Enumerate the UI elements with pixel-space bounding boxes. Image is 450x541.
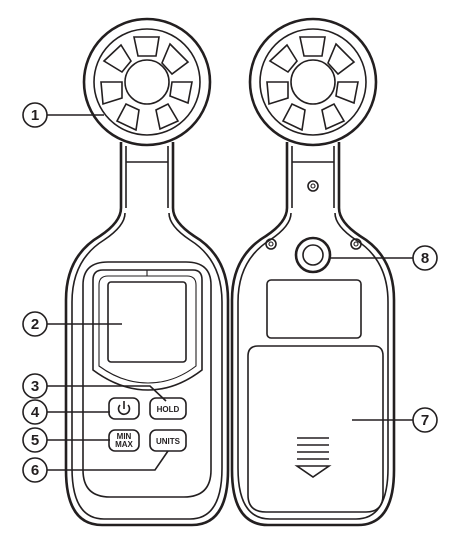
front-impeller-vanes — [100, 36, 193, 132]
callout-6: 6 — [22, 450, 169, 483]
min-label: MIN — [117, 432, 132, 441]
callout-8: 8 — [330, 245, 438, 271]
units-button-label: UNITS — [156, 437, 181, 446]
callout-2-label: 2 — [31, 316, 39, 333]
hold-button[interactable]: HOLD — [149, 397, 187, 420]
min-max-button[interactable]: MIN MAX — [108, 429, 140, 452]
callout-1-label: 1 — [31, 107, 39, 124]
max-label: MAX — [115, 440, 133, 449]
front-impeller — [82, 17, 212, 147]
back-neck — [285, 142, 341, 208]
back-device — [230, 17, 396, 527]
back-screw-right — [350, 238, 362, 250]
display-bezel — [92, 269, 203, 391]
lcd-screen — [107, 281, 187, 363]
callout-1: 1 — [22, 102, 104, 128]
back-impeller — [248, 17, 378, 147]
front-body-inner — [71, 212, 223, 520]
power-icon — [117, 401, 131, 416]
callout-8-label: 8 — [421, 250, 429, 267]
battery-cover — [247, 345, 384, 513]
battery-cover-latch — [294, 437, 332, 478]
callout-3: 3 — [22, 373, 167, 402]
back-body-inner — [237, 212, 389, 520]
front-neck — [119, 142, 175, 208]
callout-4: 4 — [22, 399, 110, 425]
front-device: HOLD MIN MAX UNITS — [64, 17, 230, 527]
neck-screw — [307, 180, 319, 192]
back-screw-left — [265, 238, 277, 250]
power-button[interactable] — [108, 397, 140, 420]
callout-7-label: 7 — [421, 412, 429, 429]
callout-3-label: 3 — [31, 378, 39, 395]
front-face-panel — [82, 261, 212, 498]
back-label-window — [266, 279, 362, 339]
callout-6-label: 6 — [31, 462, 39, 479]
tripod-socket — [294, 236, 332, 274]
back-impeller-vanes — [266, 36, 359, 132]
callout-4-label: 4 — [31, 404, 40, 421]
back-body — [230, 207, 396, 527]
callout-5-label: 5 — [31, 432, 39, 449]
front-body — [64, 207, 230, 527]
hold-button-label: HOLD — [157, 405, 180, 414]
callout-5: 5 — [22, 427, 110, 453]
units-button[interactable]: UNITS — [149, 429, 187, 452]
callout-2: 2 — [22, 311, 122, 337]
callout-7: 7 — [352, 407, 438, 433]
display-bezel-inner — [98, 275, 197, 384]
